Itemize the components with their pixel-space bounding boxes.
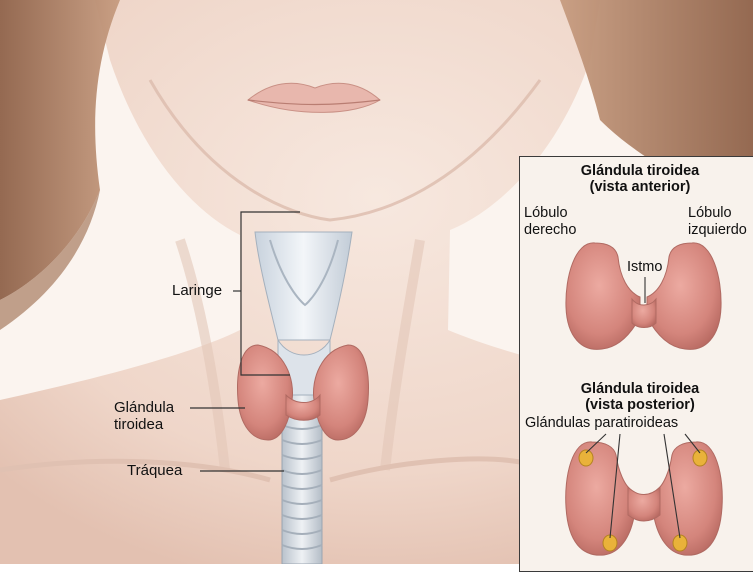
left-lobe-label-line1: Lóbulo [688,205,732,222]
right-lobe-label-line2: derecho [524,222,576,239]
inset-panel: Glándula tiroidea (vista anterior) Lóbul… [519,156,753,572]
parathyroid-label: Glándulas paratiroideas [525,415,678,432]
anterior-title-line1: Glándula tiroidea [520,163,753,180]
left-lobe-label-line2: izquierdo [688,222,747,239]
thyroid-posterior [566,442,723,555]
anterior-title-line2: (vista anterior) [520,179,753,196]
posterior-title-line2: (vista posterior) [520,397,753,414]
trachea-label: Tráquea [127,462,182,479]
thyroid-label-line2: tiroidea [114,416,163,433]
isthmus-label: Istmo [627,259,662,276]
posterior-title-line1: Glándula tiroidea [520,381,753,398]
larynx-label: Laringe [172,282,222,299]
thyroid-label-line1: Glándula [114,399,174,416]
right-lobe-label-line1: Lóbulo [524,205,568,222]
